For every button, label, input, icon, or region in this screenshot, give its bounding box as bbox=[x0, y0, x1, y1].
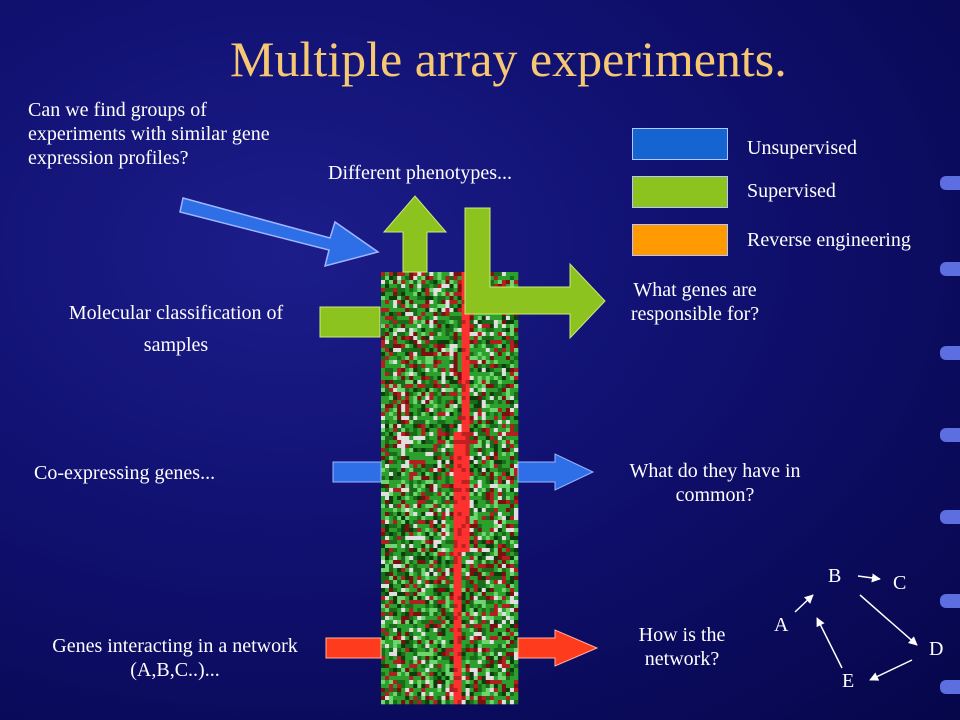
common-question: What do they have in common? bbox=[629, 460, 801, 506]
decorative-streak bbox=[940, 510, 960, 524]
legend-swatch-supervised bbox=[632, 176, 728, 208]
network-right-arrow bbox=[517, 629, 599, 667]
molecular-classification-label: Molecular classification of samples bbox=[68, 302, 284, 356]
coexpression-right-arrow bbox=[517, 453, 595, 491]
coexpressing-label: Co-expressing genes... bbox=[34, 462, 216, 484]
network-node-a: A bbox=[774, 614, 789, 636]
slide-title: Multiple array experiments. bbox=[230, 31, 787, 87]
question-text: Can we find groups of experiments with s… bbox=[28, 99, 270, 169]
network-left-arrow bbox=[325, 637, 382, 659]
network-question: How is the network? bbox=[638, 624, 726, 670]
coexpression-left-arrow bbox=[332, 461, 382, 483]
network-edges bbox=[794, 573, 918, 681]
network-node-b: B bbox=[828, 565, 842, 587]
decorative-streak bbox=[940, 176, 960, 190]
supervised-right-arrow bbox=[464, 207, 606, 340]
network-node-d: D bbox=[929, 638, 944, 660]
decorative-streak bbox=[940, 428, 960, 442]
phenotypes-label: Different phenotypes... bbox=[328, 162, 513, 184]
network-node-c: C bbox=[893, 572, 907, 594]
decorative-streak bbox=[940, 346, 960, 360]
legend-label-supervised: Supervised bbox=[747, 180, 836, 202]
question-arrow bbox=[179, 197, 380, 268]
decorative-streak bbox=[940, 594, 960, 608]
network-node-e: E bbox=[842, 670, 855, 692]
legend-label-reverse: Reverse engineering bbox=[747, 229, 911, 251]
responsible-question: What genes are responsible for? bbox=[630, 279, 760, 325]
decorative-streak bbox=[940, 262, 960, 276]
legend-swatch-unsupervised bbox=[632, 128, 728, 160]
decorative-streak bbox=[940, 680, 960, 694]
legend-swatch-reverse bbox=[632, 224, 728, 256]
supervised-left-stub bbox=[319, 306, 381, 338]
legend-label-unsupervised: Unsupervised bbox=[747, 137, 857, 159]
phenotype-up-arrow bbox=[382, 195, 448, 273]
interacting-label: Genes interacting in a network (A,B,C..)… bbox=[52, 635, 298, 681]
